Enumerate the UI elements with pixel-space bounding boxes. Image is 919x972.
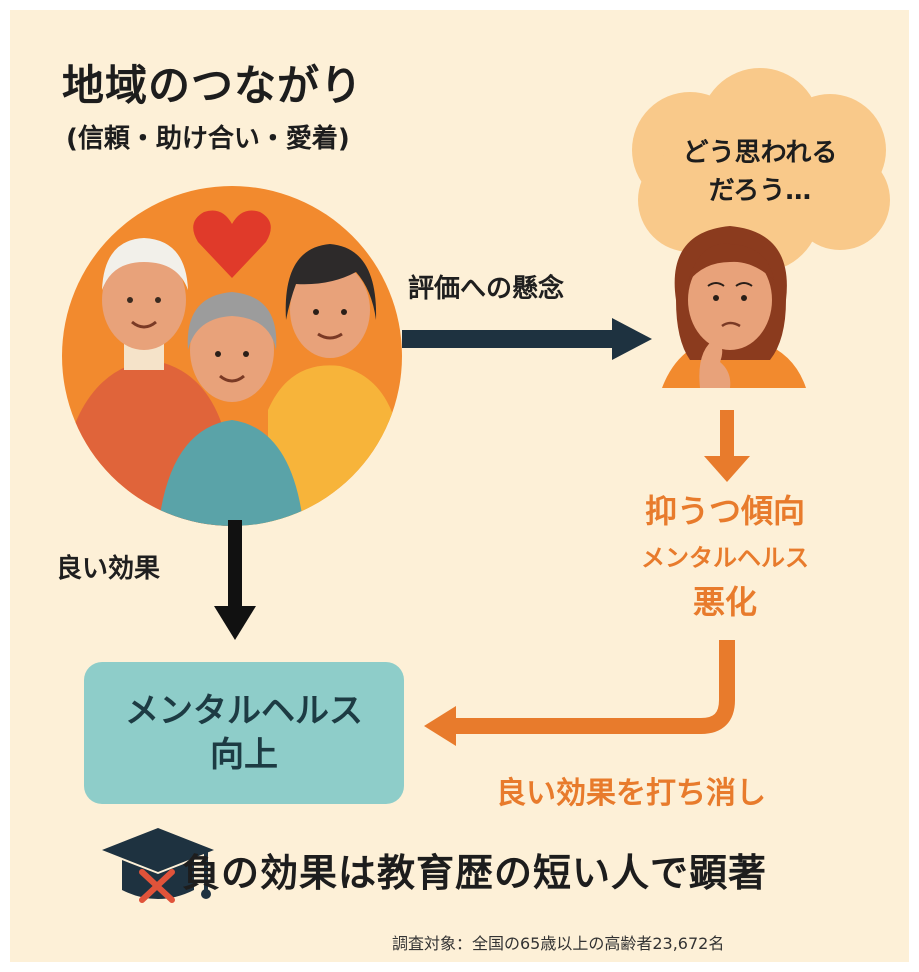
survey-footnote: 調査対象：全国の65歳以上の高齢者23,672名 [392,934,725,953]
negative-effect-line-1: 抑うつ傾向 [644,492,805,530]
good-effect-label: 良い効果 [56,554,161,584]
heart-icon [193,210,271,278]
worried-person-icon [662,226,806,388]
page-subtitle: (信頼・助け合い・愛着) [66,124,350,154]
concern-label: 評価への懸念 [408,274,565,304]
cancel-effect-label: 良い効果を打ち消し [496,776,766,811]
mental-health-improvement-box: メンタルヘルス 向上 [84,662,404,804]
arrow-good-effect [214,520,256,640]
arrow-cancel-effect [424,640,735,746]
negative-effect-line-3: 悪化 [692,583,757,621]
negative-effect-line-2: メンタルヘルス [641,544,809,572]
thought-line-2: だろう… [708,176,812,206]
arrow-depression [704,410,750,482]
graduation-cap-x-icon [102,828,214,903]
negative-effect-text: 抑うつ傾向 メンタルヘルス 悪化 [600,486,850,623]
page-title: 地域のつながり [62,61,364,110]
result-line-1: メンタルヘルス [125,691,363,731]
conclusion-text: 負の効果は教育歴の短い人で顕著 [182,851,768,895]
arrow-concern [402,318,652,360]
thought-bubble-text: どう思われる だろう… [640,134,880,210]
thought-line-1: どう思われる [682,138,838,168]
result-line-2: 向上 [210,735,278,775]
